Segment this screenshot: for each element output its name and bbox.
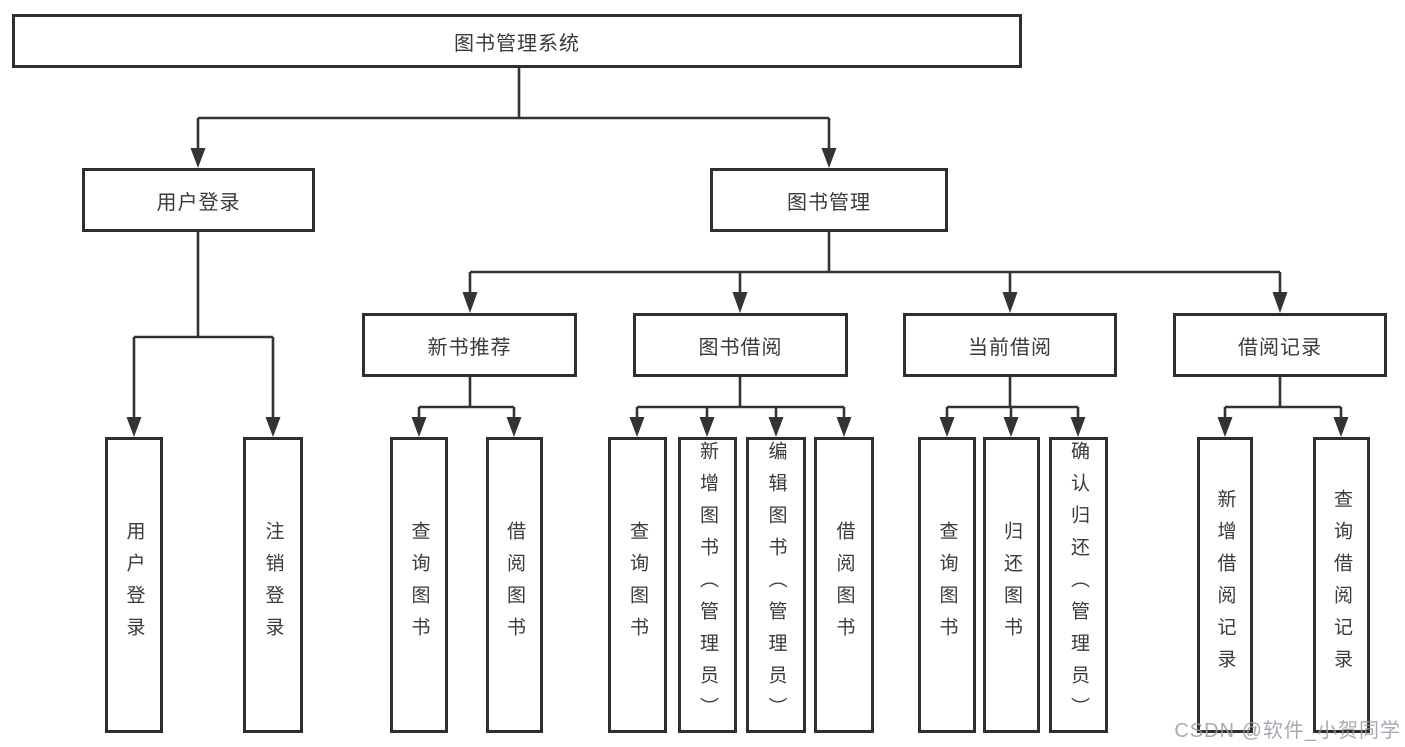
node-label: 图书管理 bbox=[787, 191, 871, 214]
node-label: 查询图书 bbox=[408, 521, 430, 649]
node-label: 借阅图书 bbox=[504, 521, 525, 649]
node-user-login-action: 用户登录 bbox=[105, 437, 163, 733]
node-return-books: 归还图书 bbox=[983, 437, 1040, 733]
node-query-borrow-record: 查询借阅记录 bbox=[1313, 437, 1370, 733]
node-label: 图书管理系统 bbox=[454, 32, 580, 55]
node-book-borrowing: 图书借阅 bbox=[633, 313, 848, 377]
node-label: 查询图书 bbox=[627, 521, 648, 649]
node-label: 当前借阅 bbox=[968, 336, 1052, 359]
node-label: 确认归还（管理员） bbox=[1068, 441, 1089, 729]
node-label: 图书借阅 bbox=[698, 336, 783, 359]
node-label: 新增图书（管理员） bbox=[697, 441, 718, 729]
node-current-borrowing: 当前借阅 bbox=[903, 313, 1117, 377]
node-label: 用户登录 bbox=[123, 521, 145, 649]
node-query-books-recommend: 查询图书 bbox=[390, 437, 448, 733]
node-new-book-recommend: 新书推荐 bbox=[362, 313, 577, 377]
node-root: 图书管理系统 bbox=[12, 14, 1022, 68]
node-confirm-return-admin: 确认归还（管理员） bbox=[1049, 437, 1108, 733]
node-query-books-current: 查询图书 bbox=[918, 437, 976, 733]
node-borrow-books-borrowing: 借阅图书 bbox=[814, 437, 874, 733]
csdn-watermark: CSDN @软件_小贺同学 bbox=[1174, 720, 1401, 742]
node-add-books-admin: 新增图书（管理员） bbox=[678, 437, 737, 733]
node-label: 查询借阅记录 bbox=[1331, 489, 1352, 681]
node-label: 用户登录 bbox=[156, 191, 241, 214]
node-query-books-borrowing: 查询图书 bbox=[608, 437, 667, 733]
node-label: 借阅图书 bbox=[833, 521, 855, 649]
node-edit-books-admin: 编辑图书（管理员） bbox=[746, 437, 806, 733]
node-borrowing-records: 借阅记录 bbox=[1173, 313, 1387, 377]
node-book-management: 图书管理 bbox=[710, 168, 948, 232]
node-label: 查询图书 bbox=[936, 521, 958, 649]
node-borrow-books-recommend: 借阅图书 bbox=[486, 437, 543, 733]
node-label: 借阅记录 bbox=[1238, 336, 1322, 359]
node-user-login: 用户登录 bbox=[82, 168, 315, 232]
node-add-borrow-record: 新增借阅记录 bbox=[1197, 437, 1253, 733]
node-label: 归还图书 bbox=[1001, 521, 1022, 649]
node-label: 注销登录 bbox=[262, 521, 284, 649]
node-label: 新增借阅记录 bbox=[1214, 489, 1236, 681]
node-label: 编辑图书（管理员） bbox=[765, 441, 787, 729]
node-label: 新书推荐 bbox=[427, 336, 512, 359]
node-logout-action: 注销登录 bbox=[243, 437, 303, 733]
